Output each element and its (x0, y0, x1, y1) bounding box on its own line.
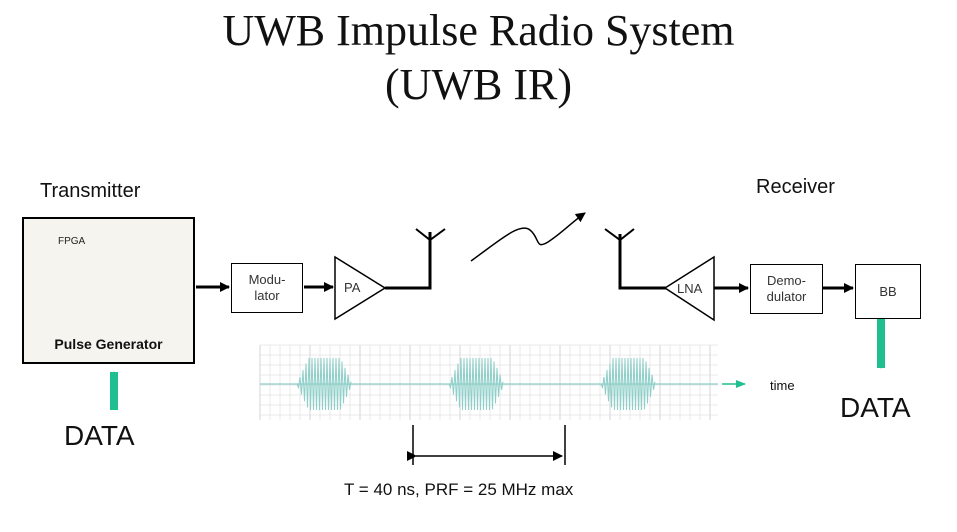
data-output-label: DATA (840, 392, 911, 423)
time-axis-label: time (770, 378, 795, 393)
data-input-label: DATA (64, 420, 135, 451)
tx-antenna-feed (385, 232, 432, 290)
page-title-line1: UWB Impulse Radio System (222, 6, 735, 55)
pa-amplifier-symbol (334, 255, 387, 321)
pulse-burst (296, 357, 352, 411)
pulse-burst (600, 357, 656, 411)
lna-label: LNA (677, 281, 703, 296)
pulse-burst (448, 357, 504, 411)
baseband-block: BB (855, 264, 921, 319)
fpga-label: FPGA (58, 236, 86, 247)
period-label: T = 40 ns, PRF = 25 MHz max (344, 480, 574, 499)
pulse-generator-label: Pulse Generator (54, 336, 163, 352)
rx-antenna-feed (618, 234, 668, 290)
pa-label: PA (344, 280, 361, 295)
pulse-generator-block: FPGA Pulse Generator (22, 217, 195, 364)
waveform-plot (259, 344, 718, 420)
transmitter-label: Transmitter (40, 180, 141, 202)
page-title-line2: (UWB IR) (385, 60, 572, 109)
modulator-block: Modu- lator (231, 263, 303, 313)
receiver-label: Receiver (756, 176, 835, 198)
demodulator-block: Demo- dulator (750, 264, 823, 314)
tx-antenna-icon (415, 228, 446, 242)
wireless-link-arrow (470, 212, 586, 262)
